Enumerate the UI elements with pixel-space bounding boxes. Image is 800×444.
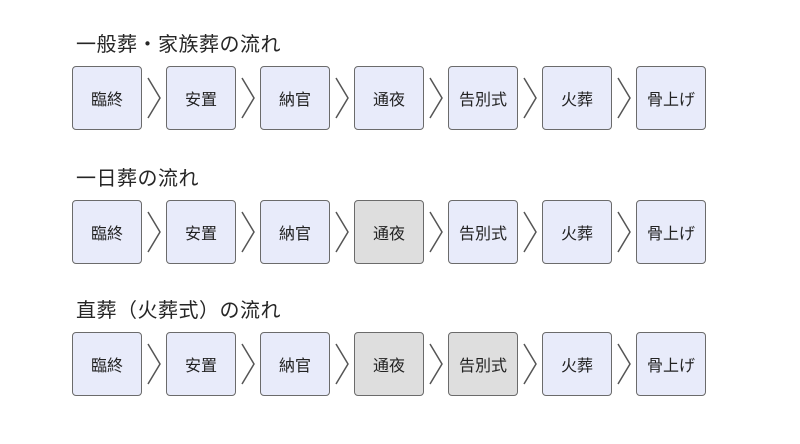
chevron-right-icon	[330, 76, 354, 120]
step-box: 骨上げ	[636, 332, 706, 396]
chevron-right-icon	[236, 76, 260, 120]
step-box: 告別式	[448, 200, 518, 264]
step-box-omitted: 通夜	[354, 200, 424, 264]
flow-section: 一日葬の流れ臨終安置納官通夜告別式火葬骨上げ	[72, 166, 722, 266]
step-box: 骨上げ	[636, 200, 706, 264]
step-box: 火葬	[542, 200, 612, 264]
flow-steps: 臨終安置納官通夜告別式火葬骨上げ	[72, 330, 722, 398]
step-box: 火葬	[542, 66, 612, 130]
step-box: 臨終	[72, 332, 142, 396]
step-box: 安置	[166, 332, 236, 396]
chevron-right-icon	[424, 342, 448, 386]
flow-title: 直葬（火葬式）の流れ	[76, 298, 281, 322]
chevron-right-icon	[142, 342, 166, 386]
chevron-right-icon	[612, 210, 636, 254]
chevron-right-icon	[142, 76, 166, 120]
chevron-right-icon	[236, 342, 260, 386]
flow-steps: 臨終安置納官通夜告別式火葬骨上げ	[72, 64, 722, 132]
chevron-right-icon	[330, 342, 354, 386]
chevron-right-icon	[518, 342, 542, 386]
chevron-right-icon	[424, 76, 448, 120]
chevron-right-icon	[424, 210, 448, 254]
step-box: 納官	[260, 332, 330, 396]
chevron-right-icon	[236, 210, 260, 254]
flow-title: 一日葬の流れ	[76, 166, 199, 190]
flow-title: 一般葬・家族葬の流れ	[76, 32, 281, 56]
step-box-omitted: 通夜	[354, 332, 424, 396]
chevron-right-icon	[518, 210, 542, 254]
chevron-right-icon	[612, 76, 636, 120]
flow-section: 直葬（火葬式）の流れ臨終安置納官通夜告別式火葬骨上げ	[72, 298, 722, 398]
step-box: 臨終	[72, 66, 142, 130]
step-box: 安置	[166, 200, 236, 264]
chevron-right-icon	[142, 210, 166, 254]
step-box: 安置	[166, 66, 236, 130]
step-box: 告別式	[448, 66, 518, 130]
step-box-omitted: 告別式	[448, 332, 518, 396]
step-box: 納官	[260, 66, 330, 130]
step-box: 納官	[260, 200, 330, 264]
flow-section: 一般葬・家族葬の流れ臨終安置納官通夜告別式火葬骨上げ	[72, 32, 722, 132]
chevron-right-icon	[330, 210, 354, 254]
chevron-right-icon	[612, 342, 636, 386]
step-box: 通夜	[354, 66, 424, 130]
flow-steps: 臨終安置納官通夜告別式火葬骨上げ	[72, 198, 722, 266]
step-box: 臨終	[72, 200, 142, 264]
step-box: 骨上げ	[636, 66, 706, 130]
step-box: 火葬	[542, 332, 612, 396]
chevron-right-icon	[518, 76, 542, 120]
